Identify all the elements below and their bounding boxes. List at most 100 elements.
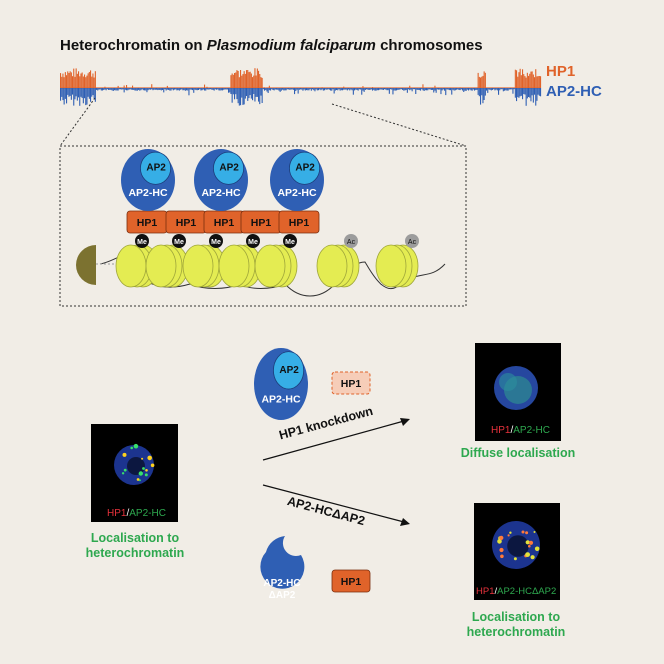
hp1-signal-bar xyxy=(88,72,90,88)
hp1-signal-bar xyxy=(478,76,480,88)
ap2hc-signal-bar xyxy=(361,88,363,95)
ap2hc-signal-bar xyxy=(504,88,506,91)
svg-text:Me: Me xyxy=(174,239,184,246)
hp1-signal-bar xyxy=(474,87,476,88)
ap2hc-signal-bar xyxy=(104,88,106,90)
ap2hc-signal-bar xyxy=(201,88,203,91)
methyl-mark: Me xyxy=(209,234,223,248)
hp1-signal-bar xyxy=(350,87,352,88)
ap2hc-signal-bar xyxy=(337,88,339,91)
ap2hc-signal-bar xyxy=(398,88,400,90)
ap2hc-signal-bar xyxy=(228,88,230,93)
ap2hc-signal-bar xyxy=(363,88,365,92)
hp1-signal-bar xyxy=(260,77,262,88)
hp1-signal-bar xyxy=(235,72,237,88)
svg-text:Me: Me xyxy=(285,239,295,246)
hp1-signal-bar xyxy=(84,74,86,88)
hp1-signal-bar xyxy=(223,87,225,88)
ap2hc-signal-bar xyxy=(499,88,501,91)
ap2hc-signal-bar xyxy=(531,88,533,96)
ap2hc-signal-bar xyxy=(244,88,246,99)
ap2hc-signal-bar xyxy=(138,88,140,90)
ap2hc-signal-bar xyxy=(498,88,500,95)
ap2hc-signal-bar xyxy=(123,88,125,93)
fluorescent-spot xyxy=(138,479,141,482)
hp1-signal-bar xyxy=(284,87,286,88)
ap2hc-signal-bar xyxy=(313,88,315,91)
hp1-signal-bar xyxy=(330,87,332,88)
ap2hc-signal-bar xyxy=(382,88,384,90)
hp1-signal-bar xyxy=(312,87,314,88)
hp1-signal-bar xyxy=(111,87,113,88)
ap2hc-signal-bar xyxy=(73,88,75,106)
methyl-mark: Me xyxy=(172,234,186,248)
ap2hc-signal-bar xyxy=(126,88,128,91)
ap2hc-signal-bar xyxy=(78,88,80,98)
ap2hc-signal-bar xyxy=(110,88,112,90)
ap2hc-signal-bar xyxy=(493,88,495,90)
hp1-signal-bar xyxy=(78,71,80,88)
ap2hc-signal-bar xyxy=(99,88,101,90)
acetyl-mark: Ac xyxy=(405,234,419,248)
hp1-signal-bar xyxy=(181,87,183,88)
ap2hc-signal-bar xyxy=(412,88,414,90)
ap2hc-signal-bar xyxy=(474,88,476,91)
ap2hc-signal-bar xyxy=(506,88,508,91)
ap2hc-signal-bar xyxy=(68,88,70,97)
hp1-signal-bar xyxy=(466,87,468,88)
ap2hc-signal-bar xyxy=(103,88,105,90)
ap2hc-signal-bar xyxy=(183,88,185,91)
hp1-signal-bar xyxy=(136,87,138,88)
hp1-signal-bar xyxy=(494,87,496,88)
hp1-signal-bar xyxy=(276,87,278,88)
ap2hc-signal-bar xyxy=(387,88,389,91)
hp1-signal-bar xyxy=(187,87,189,88)
hp1-signal-bar xyxy=(382,87,384,88)
hp1-signal-bar xyxy=(331,87,333,88)
hp1-signal-bar xyxy=(217,87,219,88)
fluorescent-spot xyxy=(500,554,504,559)
hp1-signal-bar xyxy=(463,87,465,88)
ap2hc-signal-bar xyxy=(350,88,352,90)
ap2hc-signal-bar xyxy=(112,88,114,91)
hp1-signal-bar xyxy=(114,87,116,88)
ap2hc-signal-bar xyxy=(535,88,537,106)
ap2hc-signal-bar xyxy=(180,88,182,90)
ap2hc-signal-bar xyxy=(451,88,453,95)
ap2hc-signal-bar xyxy=(537,88,539,95)
ap2hc-signal-bar xyxy=(140,88,142,91)
ap2hc-signal-bar xyxy=(444,88,446,91)
hp1-signal-bar xyxy=(286,87,288,88)
hp1-signal-bar xyxy=(170,87,172,88)
hp1-signal-bar xyxy=(272,87,274,88)
ap2hc-signal-bar xyxy=(456,88,458,90)
ap2hc-signal-bar xyxy=(486,88,488,91)
hp1-signal-bar xyxy=(468,87,470,88)
fluorescent-spot xyxy=(528,544,531,548)
hp1-signal-bar xyxy=(373,87,375,88)
svg-text:Me: Me xyxy=(248,239,258,246)
hp1-signal-bar xyxy=(416,87,418,88)
hp1-signal-bar xyxy=(102,87,104,88)
hp1-signal-bar xyxy=(390,87,392,88)
ap2hc-signal-bar xyxy=(426,88,428,91)
hp1-signal-bar xyxy=(506,87,508,88)
ap2hc-signal-bar xyxy=(290,88,292,90)
hp1-signal-bar xyxy=(526,72,528,88)
hp1-signal-bar xyxy=(523,74,525,88)
hp1-signal-bar xyxy=(230,75,232,88)
fluorescent-spot xyxy=(147,455,152,461)
fluorescent-spot xyxy=(121,472,125,475)
hp1-label-4: HP1 xyxy=(251,217,272,229)
hp1-signal-bar xyxy=(214,87,216,88)
hp1-signal-bar xyxy=(67,71,69,88)
ap2hc-signal-bar xyxy=(276,88,278,90)
hp1-signal-bar xyxy=(189,87,191,88)
hp1-signal-bar xyxy=(117,85,119,88)
hp1-signal-bar xyxy=(500,87,502,88)
hp1-signal-bar xyxy=(288,87,290,88)
ap2hc-signal-bar xyxy=(124,88,126,90)
hp1-signal-bar xyxy=(104,86,106,88)
ap2hc-signal-bar xyxy=(394,88,396,91)
